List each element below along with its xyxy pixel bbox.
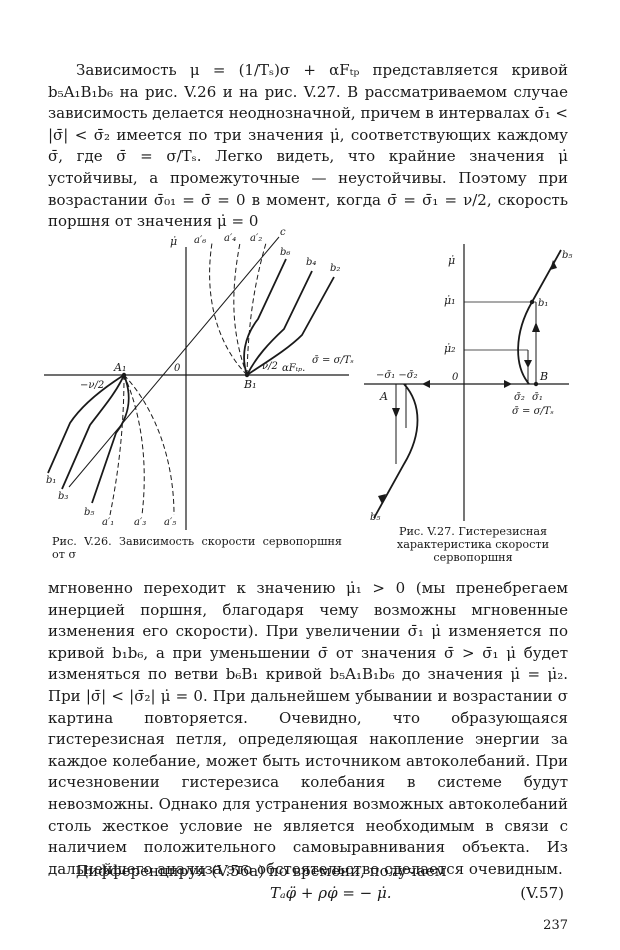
fig2-arrow-left — [422, 380, 430, 388]
fig2-point-b1 — [529, 299, 535, 305]
equation-v57: Tₐφ̈ + ρφ̇ = − μ̇. (V.57) — [48, 884, 568, 906]
fig1-line-c — [68, 236, 280, 488]
fig2-label-b1: b₁ — [538, 298, 548, 309]
fig1-label-a3: a′₃ — [134, 517, 146, 528]
fig1-label-a5: a′₅ — [164, 517, 176, 528]
equation-body: Tₐφ̈ + ρφ̇ = − μ̇. — [270, 884, 392, 902]
fig1-point-a1 — [121, 372, 127, 378]
fig1-label-axis-right: αFₜₚ. — [282, 363, 305, 374]
fig1-label-a2: a′₂ — [250, 233, 262, 244]
paragraph-hysteresis: мгновенно переходит к значению μ̇₁ > 0 (… — [48, 579, 568, 878]
fig1-label-zero: 0 — [174, 363, 181, 374]
fig1-label-b4: b₄ — [306, 257, 316, 268]
fig1-curve-b5 — [91, 374, 130, 504]
figure-v27-svg: μ̇ b₅ μ̇₁ b₁ μ̇₂ −σ̄₁ −σ̄₂ 0 A B σ̄₂ σ̄₁… — [364, 244, 572, 523]
fig2-label-neg: −σ̄₁ −σ̄₂ — [376, 370, 418, 381]
fig2-arrow-mu1 — [532, 322, 540, 332]
fig1-label-b1-point: B₁ — [243, 378, 257, 391]
fig2-arrow-up — [550, 260, 557, 270]
figure-v26-svg: μ̇ a′₆ a′₄ a′₂ c b₆ b₄ b₂ A₁ −ν/2 0 B₁ ν… — [44, 227, 354, 530]
fig1-dashed-a1 — [109, 374, 125, 516]
fig1-label-a1: a′₁ — [102, 517, 114, 528]
fig1-curve-b2 — [246, 276, 335, 376]
fig2-label-zero: 0 — [452, 372, 459, 383]
fig1-point-b1 — [244, 372, 250, 378]
fig2-label-s1: σ̄₁ — [532, 392, 543, 403]
fig1-curve-b1 — [47, 374, 125, 474]
fig2-label-A: A — [379, 390, 388, 403]
fig1-label-b6: b₆ — [280, 247, 290, 258]
fig1-label-sigma-frac: σ̄ = σ/Tₛ — [312, 355, 354, 366]
fig1-label-nu-pos: ν/2 — [262, 361, 278, 372]
fig2-label-s2: σ̄₂ — [514, 392, 525, 403]
fig1-label-nu-neg: −ν/2 — [80, 380, 104, 391]
fig2-curve-lower — [373, 383, 419, 519]
fig1-label-c: c — [280, 227, 286, 238]
fig2-label-mu: μ̇ — [448, 254, 455, 267]
fig1-label-a4: a′₄ — [224, 233, 236, 244]
fig2-arrow-neg-down — [392, 408, 400, 418]
fig1-dashed-a4 — [233, 242, 248, 376]
fig1-label-b3: b₃ — [58, 491, 68, 502]
paragraph-intro: Зависимость μ = (1/Tₛ)σ + αFₜₚ представл… — [48, 61, 568, 231]
figure-v27: μ̇ b₅ μ̇₁ b₁ μ̇₂ −σ̄₁ −σ̄₂ 0 A B σ̄₂ σ̄₁… — [364, 238, 574, 523]
figure-v27-caption: Рис. V.27. Гистерезисная характеристика … — [396, 525, 550, 564]
fig1-curve-b4 — [246, 270, 313, 376]
fig1-label-b2: b₂ — [330, 263, 340, 274]
figure-v26-caption: Рис. V.26. Зависимость скорости сервопор… — [52, 535, 342, 561]
fig1-dashed-a3 — [123, 374, 145, 516]
fig2-label-mu1: μ̇₁ — [444, 294, 456, 307]
fig1-label-a6: a′₆ — [194, 235, 206, 246]
fig1-dashed-a6 — [209, 242, 248, 376]
fig1-dashed-a5 — [123, 374, 175, 516]
page-number: 237 — [543, 918, 568, 933]
fig2-point-B — [533, 381, 539, 387]
fig1-label-b5: b₅ — [84, 507, 94, 518]
figure-v26: μ̇ a′₆ a′₄ a′₂ c b₆ b₄ b₂ A₁ −ν/2 0 B₁ ν… — [44, 225, 354, 530]
fig2-label-B: B — [539, 370, 548, 383]
equation-number: (V.57) — [520, 884, 564, 902]
fig1-curve-b6 — [243, 258, 287, 376]
fig2-arrow-down — [378, 494, 386, 504]
fig2-label-b5-bottom: b₅ — [370, 512, 380, 523]
fig1-label-a1-point: A₁ — [113, 361, 126, 374]
fig2-label-sigma-frac: σ̄ = σ/Tₛ — [512, 406, 554, 417]
fig2-arrow-mu2 — [524, 360, 532, 368]
fig2-curve-upper — [517, 249, 562, 385]
fig1-label-mu: μ̇ — [170, 235, 177, 248]
fig2-label-b5-top: b₅ — [562, 250, 572, 261]
paragraph-differentiate: Дифференцируя (V.56а) по времени, получа… — [76, 862, 447, 880]
fig2-arrow-right — [504, 380, 512, 388]
fig1-curve-b3 — [61, 374, 125, 490]
fig1-label-b1: b₁ — [46, 475, 56, 486]
fig2-label-mu2: μ̇₂ — [444, 342, 456, 355]
